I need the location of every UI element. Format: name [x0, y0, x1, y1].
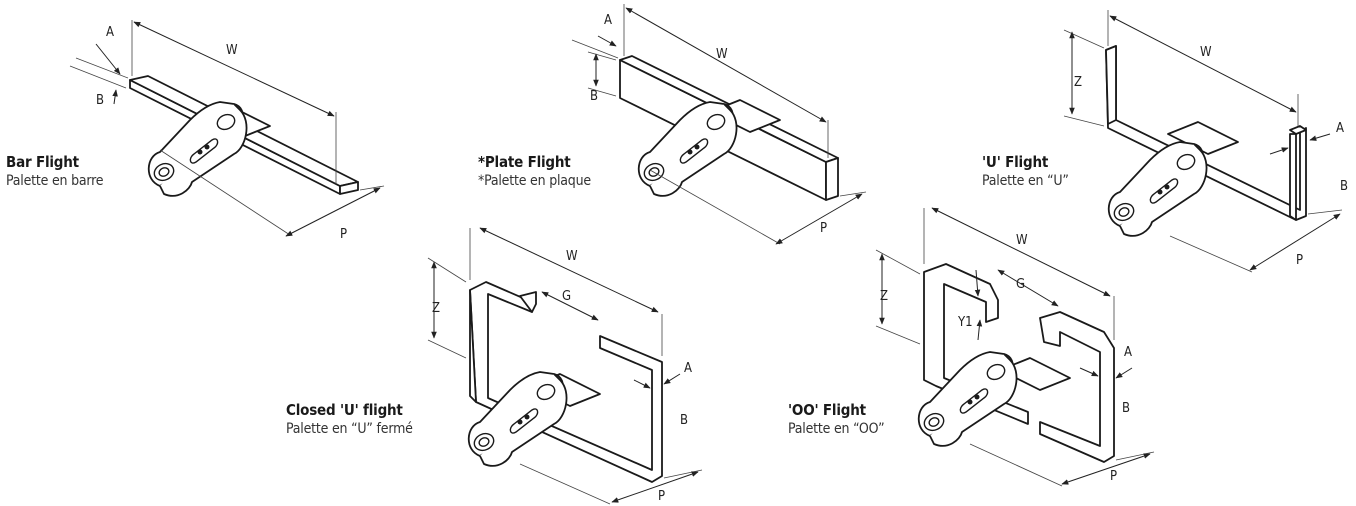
plate-dim-a: A: [604, 13, 612, 28]
closed-u-dim-z: Z: [432, 301, 440, 316]
u-flight-drawing: [1063, 10, 1343, 273]
oo-dim-w: W: [1016, 233, 1028, 248]
closed-u-dim-b: B: [680, 413, 688, 428]
plate-flight-subtitle: *Palette en plaque: [478, 173, 591, 189]
closed-u-flight-title: Closed 'U' flight: [286, 401, 403, 419]
oo-dim-a: A: [1124, 345, 1132, 360]
u-dim-z: Z: [1074, 75, 1082, 90]
oo-dim-g: G: [1016, 277, 1025, 292]
plate-dim-b: B: [590, 89, 598, 104]
bar-dim-b: B: [96, 93, 104, 108]
oo-dim-z: Z: [880, 289, 888, 304]
oo-flight-subtitle: Palette en “OO”: [788, 421, 885, 437]
plate-flight-title: *Plate Flight: [478, 153, 571, 171]
closed-u-dim-w: W: [566, 249, 578, 264]
oo-flight-title: 'OO' Flight: [788, 401, 866, 419]
bar-dim-w: W: [226, 43, 238, 58]
plate-flight-caption: *Plate Flight *Palette en plaque: [478, 153, 591, 191]
plate-dim-p: P: [820, 221, 827, 236]
closed-u-flight-caption: Closed 'U' flight Palette en “U” fermé: [286, 401, 413, 439]
u-dim-w: W: [1200, 45, 1212, 60]
closed-u-dim-p: P: [658, 489, 665, 504]
bar-flight-title: Bar Flight: [6, 153, 79, 171]
closed-u-flight-drawing: [427, 227, 703, 505]
oo-dim-b: B: [1122, 401, 1130, 416]
bar-dim-a: A: [106, 25, 114, 40]
u-dim-a: A: [1336, 121, 1344, 136]
plate-flight-drawing: [571, 4, 867, 245]
u-flight-caption: 'U' Flight Palette en “U”: [982, 153, 1069, 191]
bar-flight-drawing: [69, 20, 385, 237]
oo-flight-drawing: [875, 207, 1155, 487]
u-flight-subtitle: Palette en “U”: [982, 173, 1069, 189]
closed-u-flight-subtitle: Palette en “U” fermé: [286, 421, 413, 437]
plate-dim-w: W: [716, 47, 728, 62]
oo-flight-caption: 'OO' Flight Palette en “OO”: [788, 401, 885, 439]
oo-dim-p: P: [1110, 469, 1117, 484]
closed-u-dim-g: G: [562, 289, 571, 304]
u-dim-p: P: [1296, 253, 1303, 268]
u-flight-title: 'U' Flight: [982, 153, 1049, 171]
bar-dim-p: P: [340, 227, 347, 242]
closed-u-dim-a: A: [684, 361, 692, 376]
bar-flight-caption: Bar Flight Palette en barre: [6, 153, 104, 191]
u-dim-b: B: [1340, 179, 1348, 194]
bar-flight-subtitle: Palette en barre: [6, 173, 104, 189]
oo-dim-y1: Y1: [957, 315, 973, 330]
